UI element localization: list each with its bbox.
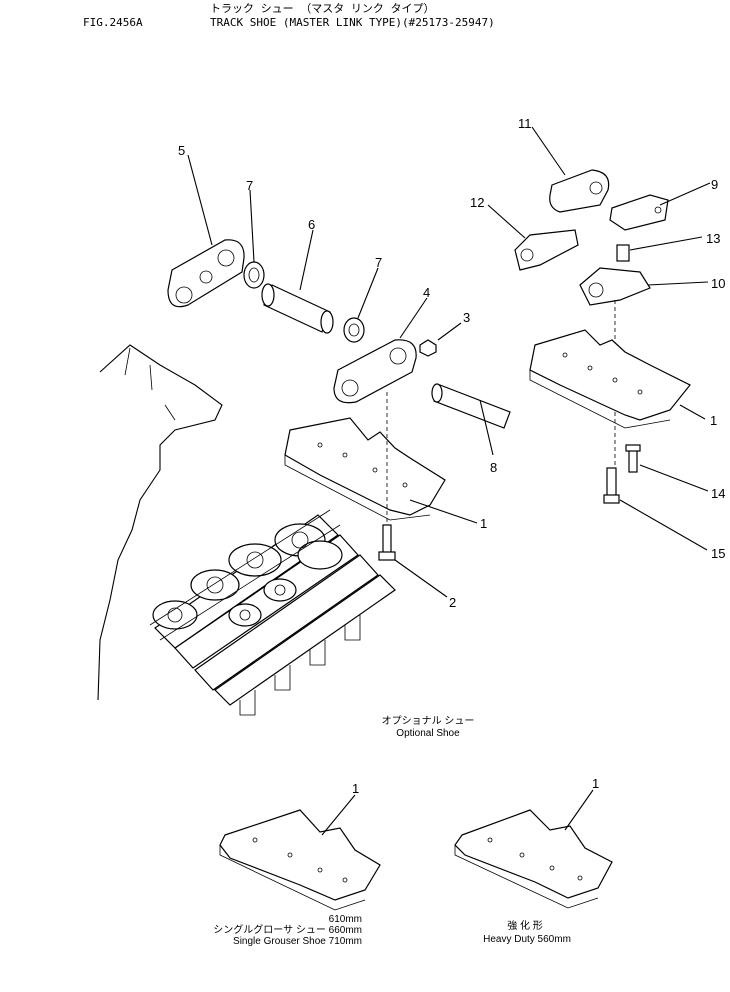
callout-7-lower: 7 [375,255,382,270]
optional-shoe-single-grouser [219,809,381,911]
part-15-bolt [603,467,620,504]
callout-6: 6 [308,217,315,232]
part-12-link [514,229,579,271]
callout-7-upper: 7 [246,178,253,193]
callout-3: 3 [463,310,470,325]
part-8-pin [431,383,511,429]
part-5-master-link [167,239,245,308]
title-japanese: トラック シュー （マスタ リンク タイプ） [210,2,435,15]
leader-lines [187,126,711,836]
caption-single-en: Single Grouser Shoe 710mm [233,936,362,947]
track-assembly-illustration [97,344,396,716]
caption-single-jp: シングルグローサ シュー 660mm [213,923,362,936]
part-7-seal-left [243,261,265,289]
captions: オプショナル シュー Optional Shoe 610mm シングルグローサ … [213,715,571,947]
callout-13: 13 [706,231,720,246]
callout-11: 11 [518,116,532,131]
part-7-seal-right [343,317,365,343]
part-10-link [579,267,651,306]
caption-optional-jp: オプショナル シュー [382,715,475,727]
part-3-nut [419,339,437,357]
callout-labels: 5 7 6 7 4 3 8 1 2 11 9 12 13 10 1 14 15 … [178,116,725,796]
caption-heavy-jp: 強 化 形 [507,919,543,932]
optional-shoe-heavy-duty [454,809,613,909]
caption-single-size-610: 610mm [329,914,362,925]
callout-1-center: 1 [480,516,487,531]
caption-heavy-en: Heavy Duty 560mm [483,934,571,945]
part-9-link [609,194,669,231]
callout-14: 14 [711,486,725,501]
title-english: TRACK SHOE (MASTER LINK TYPE)(#25173-259… [210,16,495,29]
caption-optional-en: Optional Shoe [396,728,460,739]
callout-2: 2 [449,595,456,610]
part-1-shoe-right [529,329,691,429]
figure-label: FIG.2456A [83,16,143,29]
part-6-bushing [261,283,334,334]
part-14-bolt [625,444,641,473]
part-11-link [549,169,610,213]
part-4-master-link [333,339,417,404]
callout-15: 15 [711,546,725,561]
callout-1-single-grouser: 1 [352,781,359,796]
callout-12: 12 [470,195,484,210]
part-2-bolt [378,524,396,561]
callout-1-right: 1 [710,413,717,428]
part-13-bushing [616,244,630,262]
part-1-shoe-center [284,417,446,521]
callout-4: 4 [423,285,430,300]
link-chain [149,509,343,641]
callout-1-heavy-duty: 1 [592,776,599,791]
callout-8: 8 [490,460,497,475]
callout-9: 9 [711,177,718,192]
callout-5: 5 [178,143,185,158]
callout-10: 10 [711,276,725,291]
